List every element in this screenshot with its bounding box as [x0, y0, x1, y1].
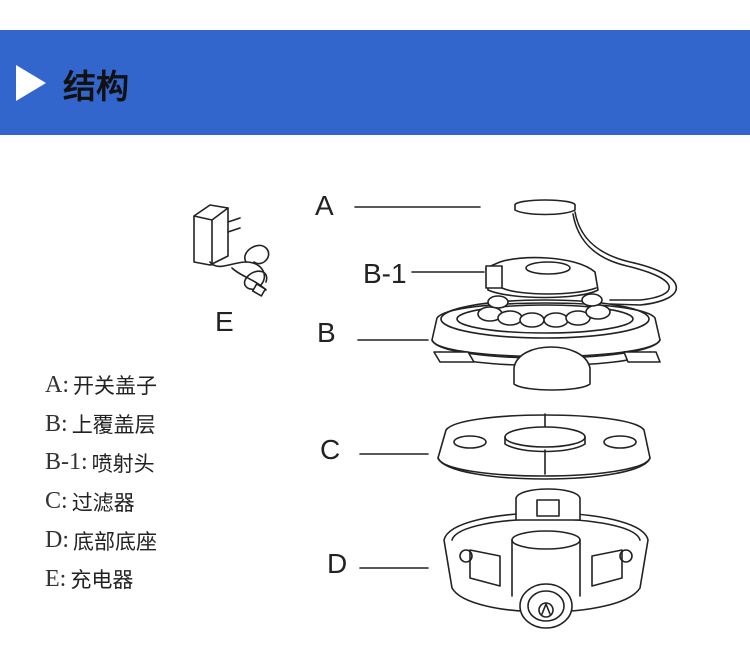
bottom-base-illustration	[443, 488, 649, 629]
parts-legend: A: 开关盖子 B: 上覆盖层 B-1: 喷射头 C: 过滤器 D: 底部底座 …	[45, 366, 157, 599]
switch-lid-illustration	[514, 199, 678, 306]
play-arrow-icon	[16, 65, 46, 101]
legend-name: 喷射头	[91, 451, 155, 476]
section-header: 结构	[0, 30, 750, 135]
legend-item: B: 上覆盖层	[45, 405, 157, 444]
legend-item: C: 过滤器	[45, 482, 157, 521]
legend-item: A: 开关盖子	[45, 366, 157, 405]
label-d: D	[327, 548, 348, 579]
label-b: B	[317, 317, 336, 348]
legend-key: B-1:	[45, 449, 88, 476]
label-e: E	[215, 306, 234, 337]
legend-item: E: 充电器	[45, 560, 157, 599]
top-cover-illustration	[431, 256, 661, 391]
legend-key: D:	[45, 527, 69, 554]
legend-item: D: 底部底座	[45, 521, 157, 560]
legend-item: B-1: 喷射头	[45, 444, 157, 483]
label-b1: B-1	[363, 258, 407, 289]
legend-name: 过滤器	[71, 490, 135, 515]
filter-illustration	[437, 413, 651, 480]
legend-name: 开关盖子	[73, 374, 157, 399]
section-title: 结构	[63, 67, 129, 106]
legend-name: 上覆盖层	[71, 413, 156, 438]
legend-key: C:	[45, 488, 68, 515]
legend-name: 底部底座	[73, 529, 157, 554]
charger-illustration	[193, 204, 270, 297]
leader-lines	[354, 206, 485, 569]
legend-key: E:	[45, 565, 67, 592]
label-a: A	[315, 190, 334, 221]
legend-key: B:	[45, 410, 68, 437]
legend-name: 充电器	[70, 568, 134, 593]
label-c: C	[320, 434, 341, 465]
legend-key: A:	[45, 371, 69, 398]
